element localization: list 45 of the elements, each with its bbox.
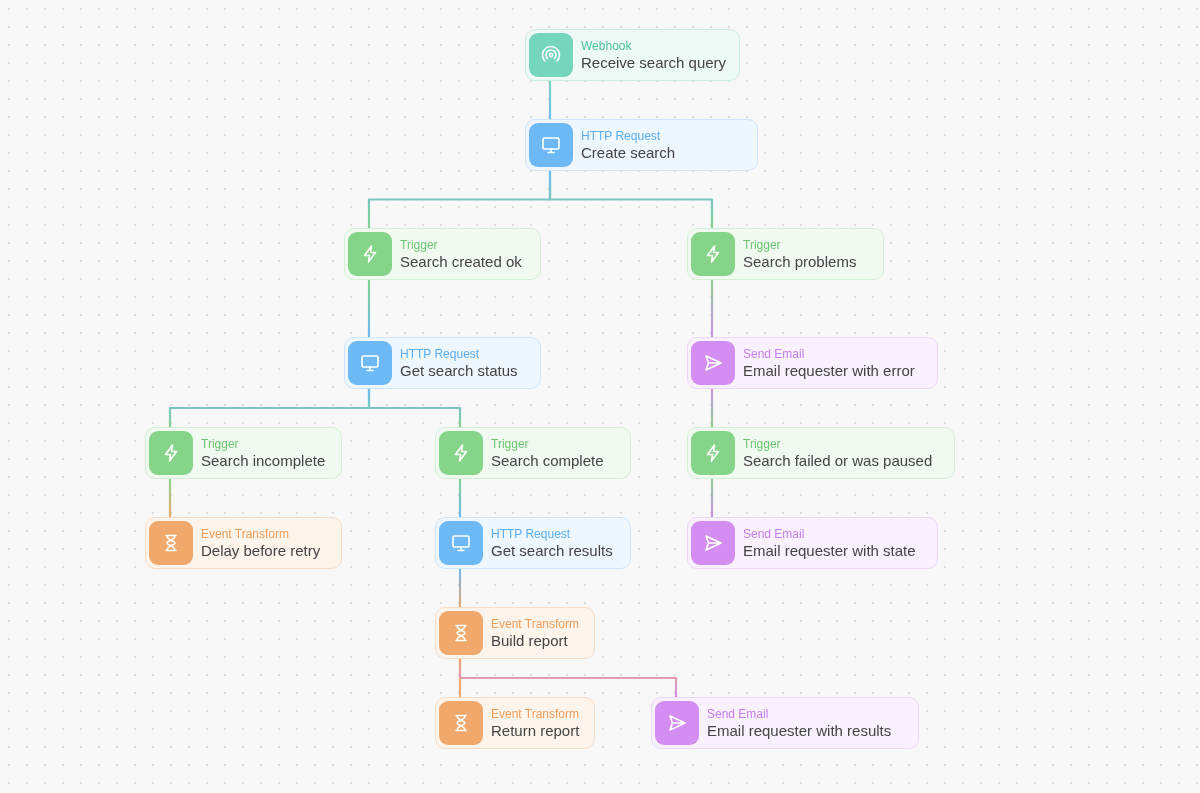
node-card — [145, 517, 342, 569]
node-card — [687, 427, 955, 479]
node-type-label: Send Email — [707, 707, 770, 721]
node-title: Create search — [581, 143, 677, 162]
node-card — [344, 228, 541, 280]
node-type-label: Trigger — [201, 437, 240, 451]
node-title: Return report — [491, 721, 581, 740]
node-card — [435, 697, 595, 749]
node-type-label: Webhook — [581, 39, 633, 53]
node-type-label: Event Transform — [201, 527, 291, 541]
node-type-label: Trigger — [400, 238, 439, 252]
node-title: Email requester with error — [743, 361, 916, 380]
node-title: Search problems — [743, 252, 858, 271]
node-title: Get search results — [491, 541, 614, 560]
node-card — [687, 337, 938, 389]
node-card — [687, 228, 884, 280]
node-title: Get search status — [400, 361, 519, 380]
node-title: Search complete — [491, 451, 605, 470]
node-card — [687, 517, 938, 569]
node-card — [435, 607, 595, 659]
node-card — [145, 427, 342, 479]
node-type-label: HTTP Request — [581, 129, 662, 143]
node-title: Email requester with results — [707, 721, 893, 740]
node-card — [344, 337, 541, 389]
node-title: Receive search query — [581, 53, 728, 72]
node-title: Email requester with state — [743, 541, 917, 560]
node-type-label: HTTP Request — [400, 347, 481, 361]
node-card — [435, 517, 631, 569]
node-title: Search failed or was paused — [743, 451, 934, 470]
node-title: Search created ok — [400, 252, 523, 271]
node-type-label: Trigger — [491, 437, 530, 451]
node-title: Search incomplete — [201, 451, 327, 470]
node-card — [525, 29, 740, 81]
node-card — [525, 119, 758, 171]
node-title: Delay before retry — [201, 541, 322, 560]
node-type-label: Event Transform — [491, 617, 581, 631]
node-type-label: HTTP Request — [491, 527, 572, 541]
node-type-label: Trigger — [743, 437, 782, 451]
node-card — [651, 697, 919, 749]
node-type-label: Event Transform — [491, 707, 581, 721]
node-type-label: Send Email — [743, 347, 806, 361]
node-card — [435, 427, 631, 479]
node-type-label: Trigger — [743, 238, 782, 252]
node-type-label: Send Email — [743, 527, 806, 541]
node-title: Build report — [491, 631, 569, 650]
